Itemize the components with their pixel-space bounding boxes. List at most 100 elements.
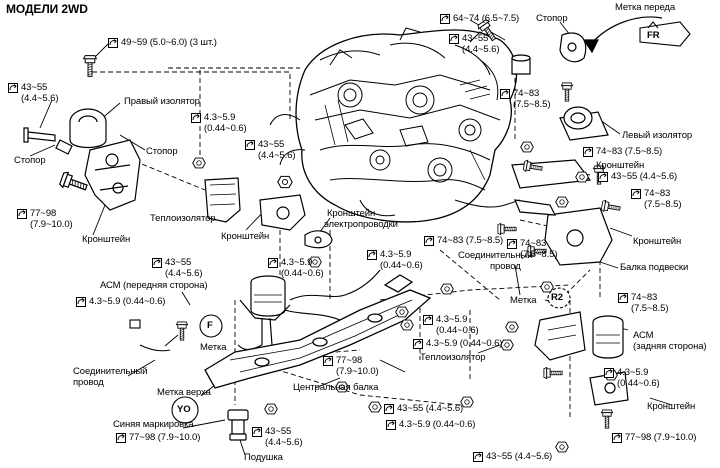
engine-block [269,27,521,223]
acm-rear-label-1: АСМ [633,330,654,341]
torque-spec-4: 43~55(4.4~5.6) [449,33,499,55]
stopper-left-label: Стопор [146,146,178,157]
torque-spec-24: 4.3~5.9 (0.44~0.6) [386,419,475,430]
acm-rear-label-2: (задняя сторона) [633,341,707,352]
torque-spec-8: 74~83 (7.5~8.5) [583,146,662,157]
bracket-right-label-2: Кронштейн [633,236,682,247]
torque-wrench-icon [17,209,27,219]
center-beam-part [204,274,432,389]
torque-spec-28: 43~55 (4.4~5.6) [473,451,552,462]
torque-wrench-icon [424,236,434,246]
suspension-beam-label: Балка подвески [620,262,689,273]
torque-wrench-icon [618,293,628,303]
torque-wrench-icon [604,368,614,378]
torque-spec-22: 4.3~5.9(0.44~0.6) [604,367,660,389]
torque-wrench-icon [108,38,118,48]
torque-wrench-icon [245,140,255,150]
acm-rear-part [534,311,629,406]
torque-spec-23: 43~55 (4.4~5.6) [384,403,463,414]
torque-spec-12: 74~83 (7.5~8.5) [424,235,503,246]
heat-insulator-part [204,177,241,223]
suspension-part [511,159,613,266]
heat-insulator-left-label: Теплоизолятор [150,213,216,224]
torque-wrench-icon [631,189,641,199]
torque-wrench-icon [583,147,593,157]
torque-wrench-icon [612,433,622,443]
mark-f-label: Метка [200,342,227,353]
acm-front-part [239,275,291,346]
acm-front-label: АСМ (передняя сторона) [100,280,208,291]
torque-spec-21: 77~98(7.9~10.0) [323,355,379,377]
torque-spec-13: 4.3~5.9(0.44~0.6) [367,249,423,271]
torque-spec-26: 43~55(4.4~5.6) [252,426,302,448]
torque-wrench-icon [500,89,510,99]
torque-wrench-icon [8,83,18,93]
torque-spec-27: 77~98 (7.9~10.0) [612,432,696,443]
torque-wrench-icon [440,14,450,24]
torque-spec-6: 74~83(7.5~8.5) [500,88,550,110]
connector-label-2: провод [490,261,521,272]
right-insulator-part [23,108,107,155]
torque-spec-2: 64~74 (6.5~7.5) [440,13,519,24]
torque-wrench-icon [507,239,517,249]
torque-spec-3: 43~55(4.4~5.6) [8,82,58,104]
torque-spec-1: 49~59 (5.0~6.0) (3 шт.) [108,37,217,48]
torque-wrench-icon [384,404,394,414]
torque-spec-5: 4.3~5.9(0.44~0.6) [191,112,247,134]
bracket-bottom-label: Кронштейн [647,401,696,412]
cushion-part [227,409,249,441]
torque-spec-7: 43~55(4.4~5.6) [245,139,295,161]
torque-wrench-icon [116,433,126,443]
f-mark-text: F [207,320,213,331]
torque-spec-14: 74~83(7.5~8.5) [507,238,557,260]
mark-label: Метка [510,295,537,306]
torque-wrench-icon [268,258,278,268]
r2-mark-text: R2 [551,292,563,303]
torque-wrench-icon [152,258,162,268]
right-insulator-label: Правый изолятор [124,96,200,107]
heat-insulator-right-label: Теплоизолятор [420,352,486,363]
torque-wrench-icon [473,452,483,462]
front-mark-label: Метка переда [615,2,676,13]
front-arrow [582,16,663,54]
torque-spec-19: 4.3~5.9(0.44~0.6) [423,314,479,336]
connector-left-label-2: провод [73,377,104,388]
torque-spec-9: 77~98(7.9~10.0) [17,208,73,230]
torque-wrench-icon [413,339,423,349]
cushion-label: Подушка [244,452,283,463]
bracket-left-label: Кронштейн [82,234,131,245]
torque-spec-16: 4.3~5.9(0.44~0.6) [268,257,324,279]
torque-wrench-icon [598,172,608,182]
torque-wrench-icon [423,315,433,325]
torque-spec-25: 77~98 (7.9~10.0) [116,432,200,443]
center-beam-label: Центральная балка [293,382,379,393]
torque-wrench-icon [76,297,86,307]
stopper-top-label: Стопор [536,13,568,24]
torque-spec-15: 43~55(4.4~5.6) [152,257,202,279]
bracket-center-label: Кронштейн [221,231,270,242]
connector-left-label-1: Соединительный [73,366,148,377]
connector-label-1: Соединительный [458,250,533,261]
torque-wrench-icon [191,113,201,123]
torque-wrench-icon [367,250,377,260]
diagram-title: МОДЕЛИ 2WD [6,2,88,16]
bracket-right-label-1: Кронштейн [596,160,645,171]
torque-spec-17: 4.3~5.9 (0.44~0.6) [76,296,165,307]
left-bracket-part [84,139,141,211]
bracket-wiring-label-1: Кронштейн [327,208,376,219]
bracket-wiring-label-2: электропроводки [324,219,398,230]
blue-mark-label: Синяя маркировка [113,419,194,430]
left-insulator-label: Левый изолятор [622,130,693,141]
torque-wrench-icon [449,34,459,44]
torque-wrench-icon [323,356,333,366]
yo-mark-text: YO [177,404,191,415]
left-insulator-part [559,106,609,141]
torque-wrench-icon [386,420,396,430]
torque-spec-20: 4.3~5.9 (0.44~0.6) [413,338,502,349]
fr-mark-text: FR [647,30,660,41]
torque-spec-10: 43~55 (4.4~5.6) [598,171,677,182]
torque-wrench-icon [252,427,262,437]
torque-spec-11: 74~83(7.5~8.5) [631,188,681,210]
